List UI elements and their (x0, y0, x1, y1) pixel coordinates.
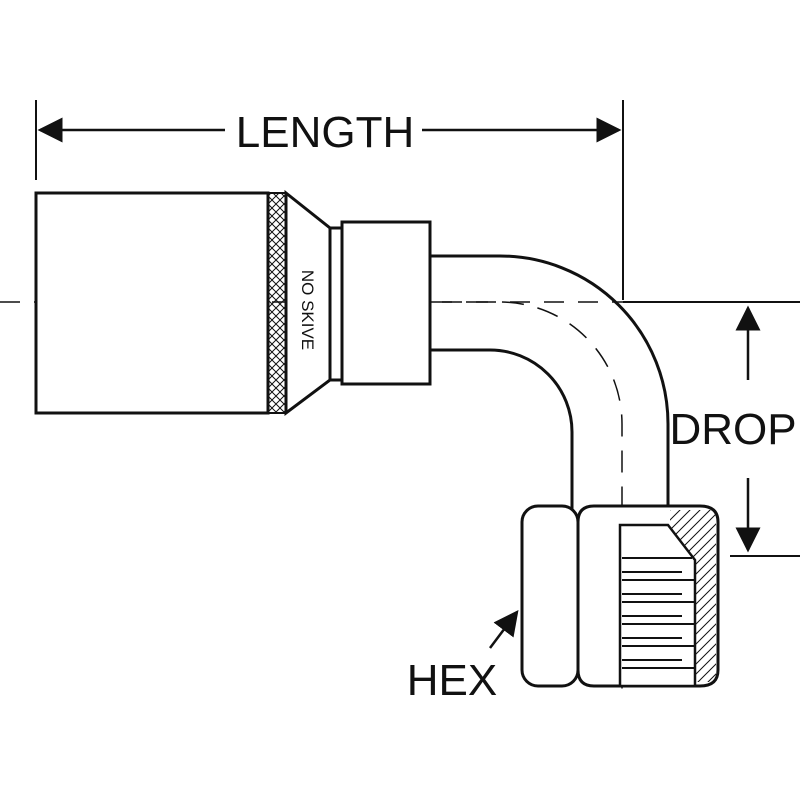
elbow-tube (430, 254, 670, 690)
knurl-band (267, 192, 287, 414)
nipple-collar (328, 220, 432, 386)
nut-threads (622, 557, 696, 669)
drop-label: DROP (669, 405, 796, 454)
no-skive-label: NO SKIVE (298, 270, 317, 350)
length-dimension: LENGTH (35, 100, 624, 300)
nut-bore (618, 523, 697, 688)
collar-ring (328, 226, 344, 382)
swivel-nut (520, 504, 720, 688)
hex-label: HEX (407, 656, 497, 705)
tube-centerline-dashed (430, 301, 623, 690)
tube-outer-wall (430, 254, 670, 515)
nut-hex-face-left (520, 504, 580, 688)
hex-leader-arrow (489, 610, 519, 649)
length-label: LENGTH (236, 108, 414, 157)
tube-inner-wall (430, 348, 574, 512)
ferrule-body (34, 191, 270, 415)
socket-ferrule: NO SKIVE (34, 189, 332, 416)
drop-dimension: DROP (623, 301, 800, 557)
collar-hex (340, 220, 432, 386)
hex-callout: HEX (407, 610, 519, 705)
